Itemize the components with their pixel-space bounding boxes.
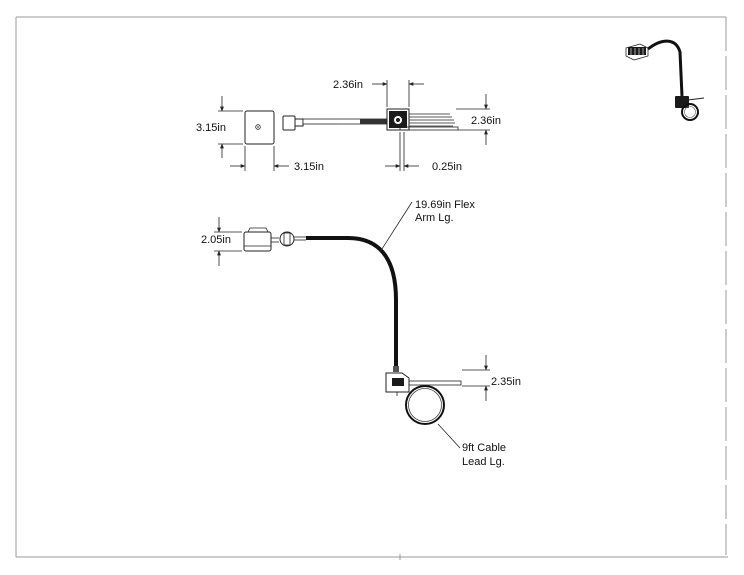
- dim-base-width: 3.15in: [294, 161, 324, 173]
- base-plate-top: [244, 110, 275, 145]
- callout-flex-arm-line2: Arm Lg.: [415, 212, 454, 224]
- cable-coil: [405, 385, 445, 425]
- callout-flex-arm-line1: 19.69in Flex: [415, 199, 475, 211]
- top-view-dimensions: 3.15in 3.15in 2.36in 2.36in 0.25in: [196, 79, 501, 173]
- base-side: [243, 231, 272, 252]
- callout-cable-lead-line1: 9ft Cable: [462, 442, 506, 454]
- isometric-thumbnail: [625, 39, 705, 121]
- drawing-frame: [15, 16, 728, 560]
- dim-clamp-width: 2.36in: [333, 79, 363, 91]
- cable-lead-top: [399, 113, 459, 131]
- dim-clamp-side-height: 2.35in: [491, 376, 521, 388]
- side-view-dimensions: 2.05in 2.35in: [201, 217, 521, 401]
- dim-clamp-height: 2.36in: [471, 115, 501, 127]
- base-screw: [255, 124, 261, 130]
- flex-arm-side: [306, 236, 398, 366]
- callout-flex-arm: 19.69in Flex Arm Lg.: [379, 199, 475, 253]
- dim-base-side-height: 2.05in: [201, 234, 231, 246]
- side-view: [243, 227, 462, 425]
- dim-clamp-thickness: 0.25in: [432, 161, 462, 173]
- top-view: [244, 108, 459, 145]
- clamp-side: [385, 366, 462, 396]
- callout-cable-lead-line2: Lead Lg.: [462, 456, 505, 468]
- callout-cable-lead: 9ft Cable Lead Lg.: [437, 423, 506, 468]
- dim-base-height: 3.15in: [196, 122, 226, 134]
- swivel-joint-top: [282, 115, 296, 131]
